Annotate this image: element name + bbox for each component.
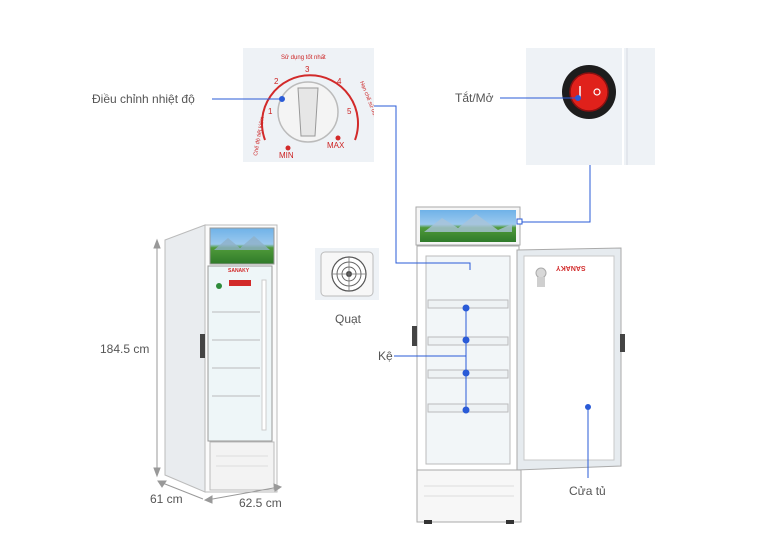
dimension-lines: [153, 238, 283, 504]
label-temperature-control: Điều chỉnh nhiệt độ: [92, 92, 195, 106]
left-fridge-handle: [200, 334, 205, 358]
dimension-depth: 61 cm: [150, 492, 183, 506]
dial-max-label: MAX: [327, 141, 345, 150]
min-dot: [285, 145, 291, 151]
fridge-interior: [425, 255, 511, 465]
power-switch-illustration: [562, 48, 628, 165]
dial-arc: [261, 74, 359, 141]
dial-number-1: 1: [268, 107, 273, 116]
power-switch-button[interactable]: [569, 72, 609, 112]
label-fan: Quạt: [335, 312, 362, 326]
dimension-height: 184.5 cm: [100, 342, 150, 356]
power-switch-panel: [526, 48, 655, 165]
dial-number-5: 5: [347, 107, 352, 116]
label-power-switch: Tắt/Mở: [455, 91, 494, 105]
dial-knob-grip: [297, 87, 319, 137]
dial-arc-top-text: Sử dụng tốt nhất: [281, 54, 326, 61]
dial-min-label: MIN: [279, 151, 294, 160]
callout-connectors: [212, 95, 591, 478]
max-dot: [335, 135, 341, 141]
label-shelf: Kệ: [378, 349, 393, 363]
dimension-width: 62.5 cm: [239, 496, 282, 510]
dial-number-2: 2: [274, 77, 279, 86]
dial-number-3: 3: [305, 65, 310, 74]
temperature-dial-panel: 1 2 3 4 5 MIN MAX Sử dụng tốt nhất Hạn c…: [243, 48, 380, 162]
label-door: Cửa tủ: [569, 484, 606, 498]
power-off-mark-icon: [593, 88, 601, 96]
brand-label-left-fridge: SANAKY: [228, 268, 250, 274]
fan-illustration: [320, 251, 374, 297]
fan-panel: [315, 248, 379, 300]
fridge-side-view: [164, 224, 278, 493]
fridge-open-view: [412, 206, 625, 524]
left-fridge-glass-door: [207, 265, 273, 442]
brand-label-door: SANAKY: [556, 264, 586, 271]
dial-number-4: 4: [337, 77, 342, 86]
